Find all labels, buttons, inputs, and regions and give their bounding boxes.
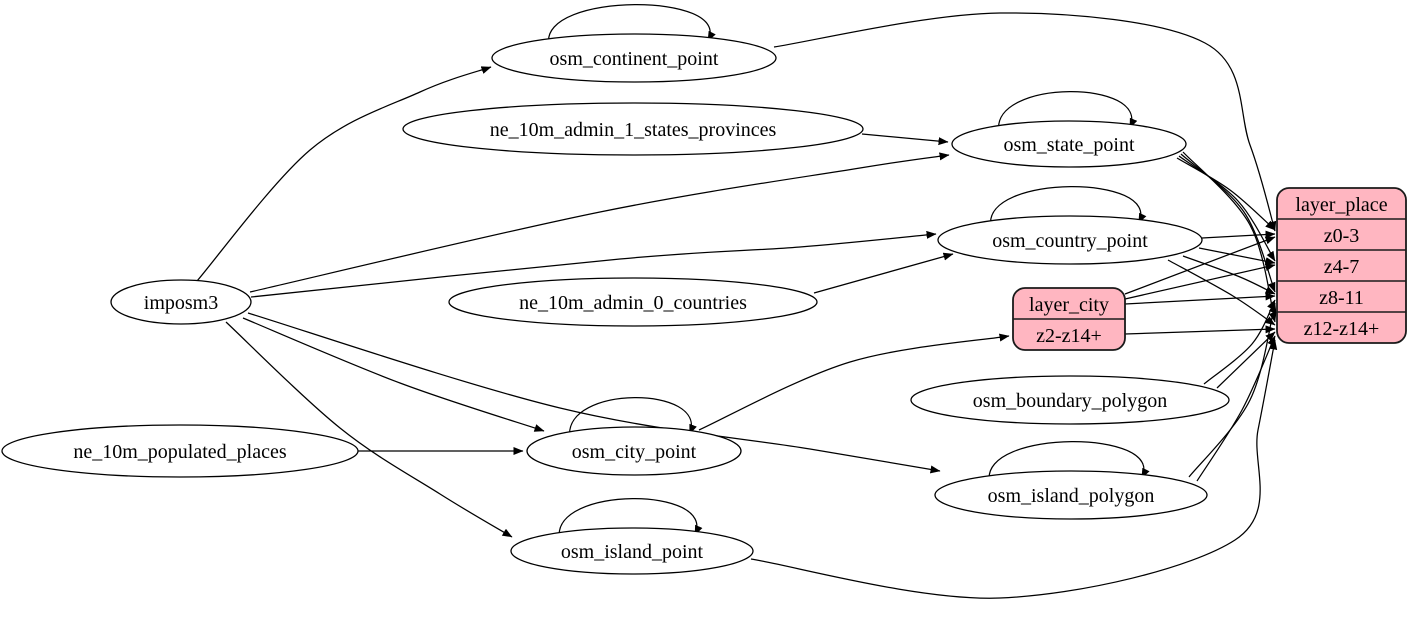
node-layer_place: layer_place z0-3 z4-7 z8-11 z12-z14+ xyxy=(1276,187,1407,344)
edge-osm_country_point-layer_place-z12-z14+ xyxy=(1167,259,1276,326)
node-ne_10m_admin_1_states_provinces: ne_10m_admin_1_states_provinces xyxy=(402,102,864,156)
edge-osm_state_point-layer_place-z0-3 xyxy=(1176,157,1276,231)
layer_place-row-2: z4-7 xyxy=(1324,256,1360,278)
edge-layer_city-layer_place-z0-3 xyxy=(1124,236,1276,295)
edge-imposm3-osm_continent_point xyxy=(196,66,492,282)
osm_state_point-label: osm_state_point xyxy=(1003,134,1135,156)
ne_10m_admin_0_countries-label: ne_10m_admin_0_countries xyxy=(519,292,747,314)
edge-osm_country_point-layer_place-z8-11 xyxy=(1182,255,1276,295)
osm_boundary_polygon-label: osm_boundary_polygon xyxy=(973,390,1167,412)
osm_country_point-label: osm_country_point xyxy=(992,230,1148,252)
edges-layer xyxy=(196,4,1278,599)
edge-osm_state_point-self xyxy=(998,91,1138,132)
edge-osm_continent_point-layer_place-z0-3 xyxy=(773,12,1277,232)
ne_10m_populated_places-label: ne_10m_populated_places xyxy=(73,441,286,463)
imposm3-ellipse xyxy=(110,279,252,325)
layer_place-row-4: z12-z14+ xyxy=(1304,318,1380,340)
ne_10m_admin_0_countries-ellipse xyxy=(448,277,818,327)
edge-imposm3-osm_city_point xyxy=(242,317,545,432)
osm_island_point-label: osm_island_point xyxy=(561,541,704,563)
edge-osm_boundary_polygon-layer_place-z12-z14+ xyxy=(1216,331,1276,389)
layer_city-row-1: z2-z14+ xyxy=(1036,325,1102,347)
edge-osm_continent_point-self xyxy=(548,4,716,45)
edge-osm_state_point-layer_place-z4-7 xyxy=(1178,155,1276,262)
edge-ne_10m_admin_0_countries-osm_country_point xyxy=(813,252,954,294)
edge-imposm3-osm_island_polygon xyxy=(247,312,941,474)
edge-osm_island_polygon-layer_place-z8-11 xyxy=(1188,302,1277,478)
ne_10m_populated_places-ellipse xyxy=(1,424,359,478)
edge-ne_10m_admin_1_states_provinces-osm_state_point xyxy=(861,133,949,146)
node-osm_boundary_polygon: osm_boundary_polygon xyxy=(910,375,1230,425)
osm_boundary_polygon-ellipse xyxy=(910,375,1230,425)
edge-imposm3-osm_country_point xyxy=(250,230,937,298)
osm_country_point-ellipse xyxy=(937,215,1203,265)
edge-osm_state_point-layer_place-z8-11 xyxy=(1180,153,1276,293)
edge-imposm3-osm_island_point xyxy=(225,321,513,538)
osm_island_polygon-label: osm_island_polygon xyxy=(988,485,1155,507)
osm_continent_point-ellipse xyxy=(491,33,777,83)
layer_place-row-0: layer_place xyxy=(1295,194,1387,216)
osm_island_point-ellipse xyxy=(510,527,754,575)
osm_state_point-ellipse xyxy=(951,120,1187,168)
ne_10m_admin_1_states_provinces-ellipse xyxy=(402,102,864,156)
layer_place-row-1: z0-3 xyxy=(1324,225,1360,247)
edge-layer_city-layer_place-z8-11 xyxy=(1124,292,1276,305)
node-imposm3: imposm3 xyxy=(110,279,252,325)
nodes-layer: imposm3 osm_continent_point ne_10m_admin_1… xyxy=(1,33,1407,575)
node-ne_10m_admin_0_countries: ne_10m_admin_0_countries xyxy=(448,277,818,327)
osm_city_point-label: osm_city_point xyxy=(572,441,697,463)
layer_place-row-3: z8-11 xyxy=(1319,287,1364,309)
edge-osm_city_point-layer_city-z2-z14+ xyxy=(698,333,1010,431)
ne_10m_admin_1_states_provinces-label: ne_10m_admin_1_states_provinces xyxy=(490,119,777,141)
edge-layer_city-layer_place-z4-7 xyxy=(1124,263,1276,300)
edge-layer_city-layer_place-z12-z14+ xyxy=(1124,325,1276,335)
edge-imposm3-osm_state_point xyxy=(249,152,950,293)
edge-osm_country_point-self xyxy=(990,186,1147,227)
edge-osm_country_point-layer_place-z4-7 xyxy=(1198,247,1276,266)
node-osm_country_point: osm_country_point xyxy=(937,215,1203,265)
layer_place-record xyxy=(1276,187,1407,344)
node-osm_city_point: osm_city_point xyxy=(526,426,742,476)
node-osm_island_polygon: osm_island_polygon xyxy=(934,470,1208,520)
edge-osm_island_polygon-layer_place-z12-z14+ xyxy=(1196,335,1276,482)
node-ne_10m_populated_places: ne_10m_populated_places xyxy=(1,424,359,478)
node-osm_continent_point: osm_continent_point xyxy=(491,33,777,83)
edge-osm_island_point-self xyxy=(558,498,703,539)
edge-osm_city_point-self xyxy=(569,397,697,438)
osm_continent_point-label: osm_continent_point xyxy=(550,48,719,70)
edge-osm_island_polygon-self xyxy=(988,441,1150,482)
node-osm_state_point: osm_state_point xyxy=(951,120,1187,168)
node-osm_island_point: osm_island_point xyxy=(510,527,754,575)
node-layer_city: layer_city z2-z14+ xyxy=(1012,287,1126,351)
osm_island_polygon-ellipse xyxy=(934,470,1208,520)
layer_city-row-0: layer_city xyxy=(1029,294,1109,316)
edge-osm_island_point-layer_place-z12-z14+ xyxy=(750,339,1278,599)
edge-osm_country_point-layer_place-z0-3 xyxy=(1201,230,1276,239)
imposm3-label: imposm3 xyxy=(144,292,218,314)
osm_city_point-ellipse xyxy=(526,426,742,476)
